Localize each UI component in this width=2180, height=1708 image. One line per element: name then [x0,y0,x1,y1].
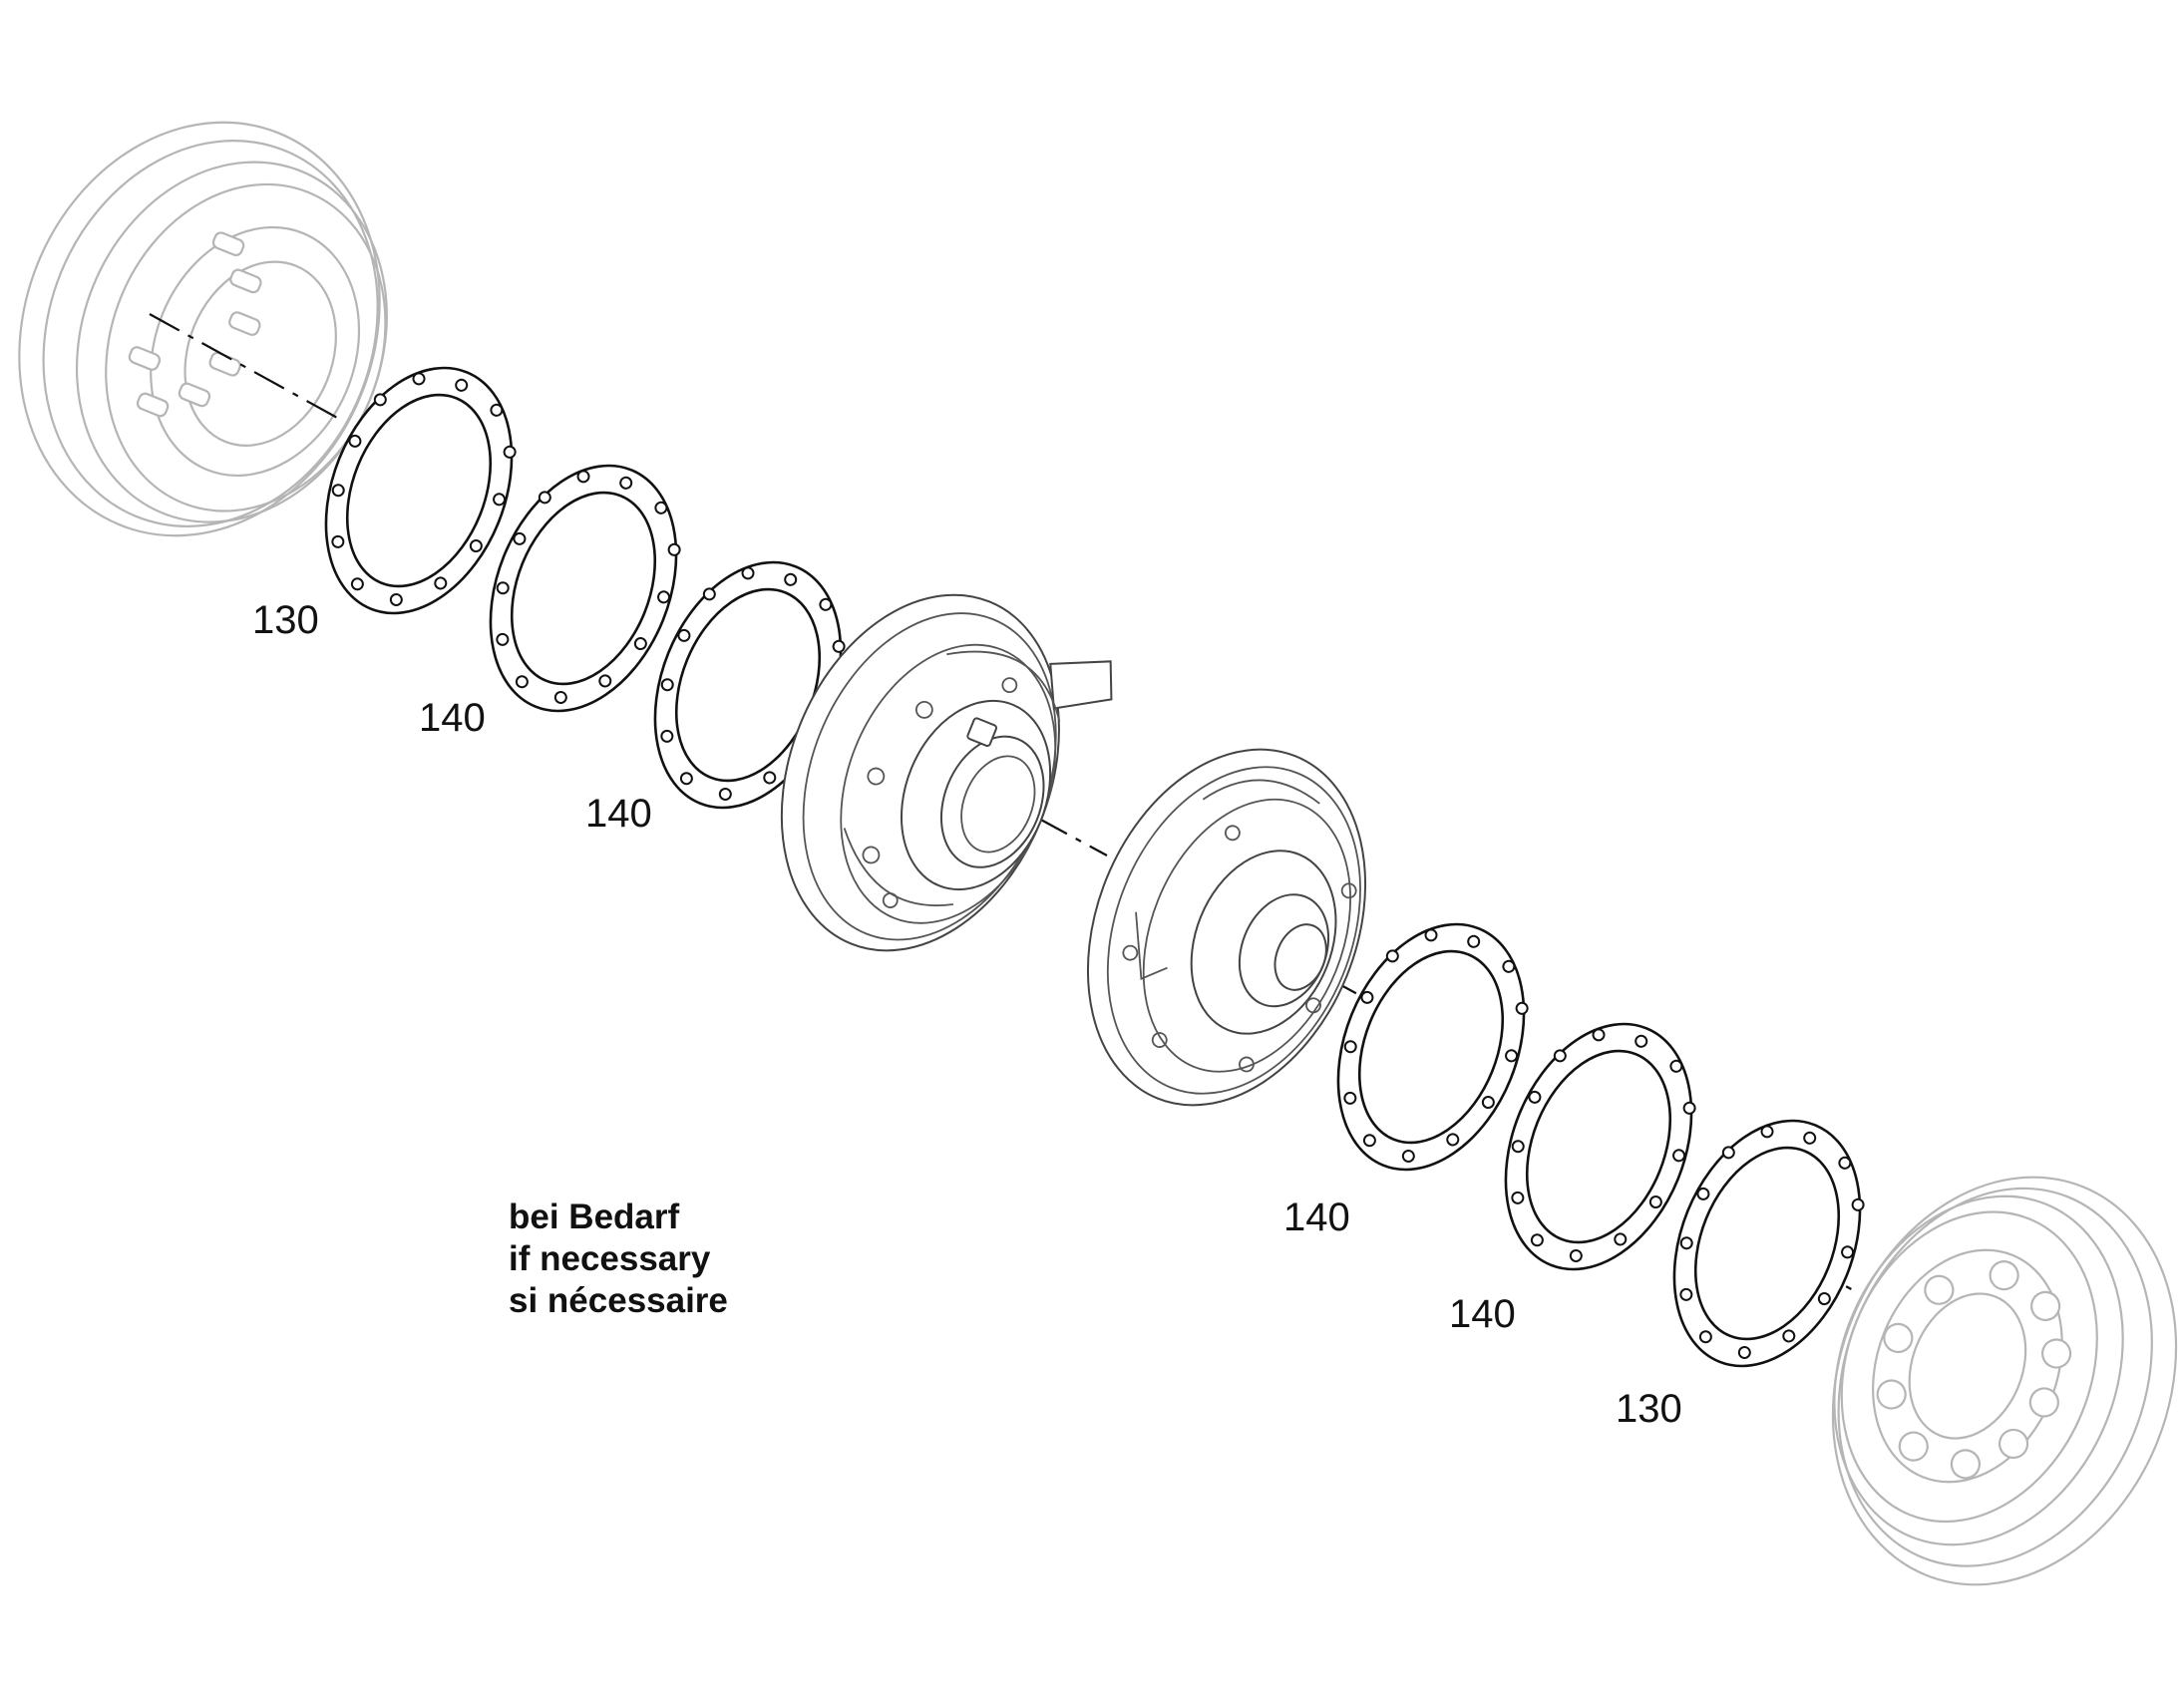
shim-140-right-a [1336,922,1529,1172]
shim-140-left-a [489,464,681,713]
left-rim-studs [128,231,262,418]
note-if-necessary: bei Bedarf if necessary si nécessaire [509,1196,728,1322]
shim-130-right [1672,1119,1865,1368]
callout-130-left: 130 [252,598,319,642]
right-rim-wheel-nuts [1876,1260,2072,1480]
note-fr: si nécessaire [509,1281,728,1320]
note-en: if necessary [509,1239,711,1278]
right-brake-assembly [1086,748,1367,1107]
shim-140-right-b [1504,1022,1696,1271]
left-wheel-rim [18,121,388,537]
callout-140-right-b: 140 [1449,1292,1516,1336]
callout-140-left-b: 140 [585,792,652,836]
callout-130-right: 130 [1616,1387,1682,1431]
shim-130-left [324,366,517,615]
note-de: bei Bedarf [509,1197,680,1236]
callout-140-left-a: 140 [419,696,486,740]
callout-140-right-a: 140 [1283,1196,1350,1239]
left-brake-assembly [780,593,1113,952]
right-wheel-rim [1831,1176,2178,1586]
